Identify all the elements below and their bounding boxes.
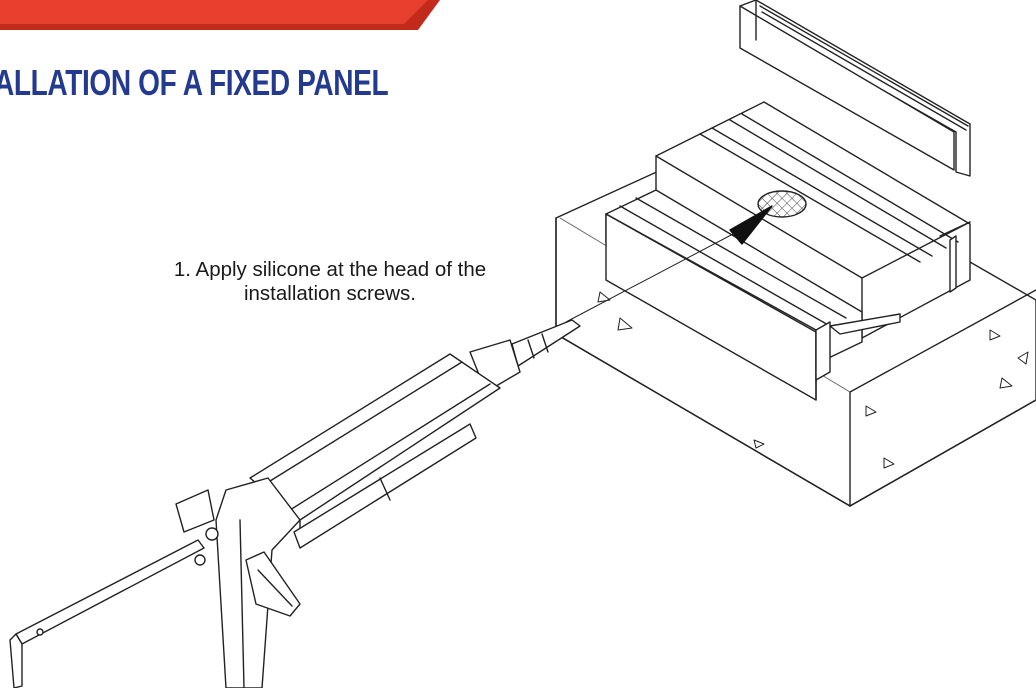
caulking-gun — [9, 319, 581, 688]
banner-red-stripe — [0, 0, 428, 24]
page-title: ALLATION OF A FIXED PANEL — [0, 62, 389, 103]
instruction-line-1: 1. Apply silicone at the head of the — [173, 258, 487, 281]
aluminium-profile — [605, 0, 971, 401]
header-banner — [0, 0, 440, 30]
direction-arrow — [565, 205, 773, 323]
instruction-text: 1. Apply silicone at the head of the ins… — [110, 258, 550, 306]
silicone-target-area — [757, 190, 807, 218]
instruction-line-2: installation screws. — [243, 282, 417, 305]
